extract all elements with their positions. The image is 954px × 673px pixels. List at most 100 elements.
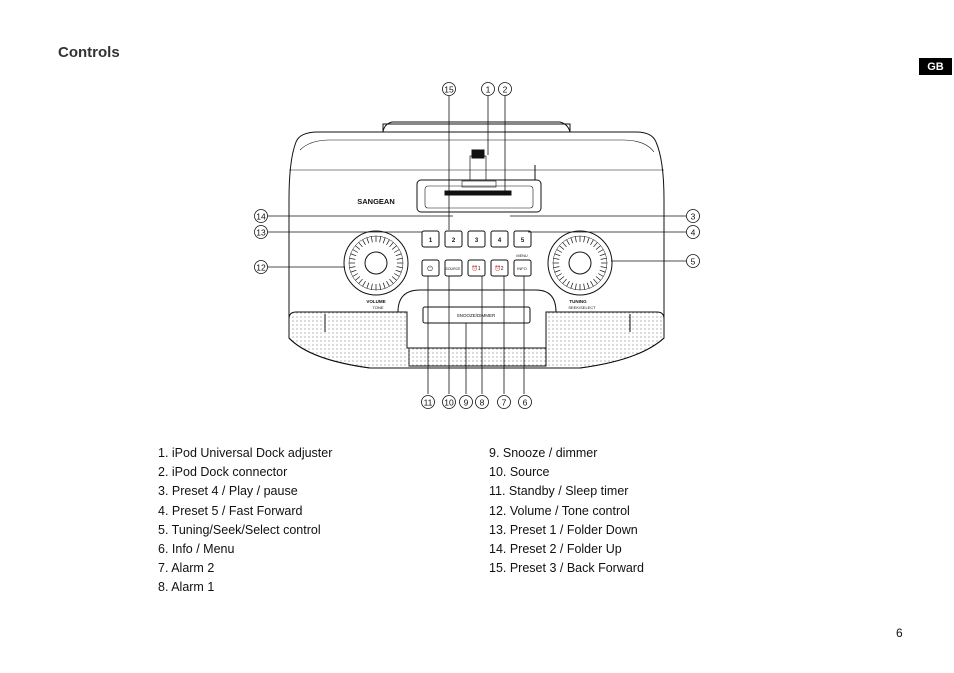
callout-6: 6 [518, 395, 532, 409]
knob-tick [391, 245, 397, 250]
page-number: 6 [896, 626, 903, 640]
alarm-1-icon: ⏰1 [471, 265, 480, 272]
knob-tick [391, 276, 397, 281]
preset-button-5: 5 [521, 238, 525, 244]
callout-11: 11 [421, 395, 435, 409]
knob-tick [586, 282, 590, 289]
knob-tick [394, 273, 400, 277]
callout-number: 9 [464, 398, 469, 408]
callout-3: 3 [686, 209, 700, 223]
callout-number: 1 [486, 85, 491, 95]
legend-item: 15. Preset 3 / Back Forward [489, 561, 644, 576]
callout-4: 4 [686, 225, 700, 239]
callout-number: 12 [256, 263, 266, 273]
preset-button-3: 3 [475, 238, 479, 244]
legend-item: 10. Source [489, 465, 550, 480]
language-badge: GB [919, 58, 952, 75]
callout-number: 2 [503, 85, 508, 95]
callout-7: 7 [497, 395, 511, 409]
knob-tick [379, 283, 382, 290]
knob-tick [382, 237, 386, 244]
knob-tick [570, 237, 574, 244]
knob-tick [586, 237, 590, 244]
volume-knob [343, 230, 409, 296]
knob-tick [566, 239, 570, 245]
knob-tick [349, 266, 356, 269]
callout-number: 3 [691, 212, 696, 222]
callout-number: 5 [691, 257, 696, 267]
knob-tick [593, 278, 598, 284]
menu-label: MENU [516, 254, 527, 258]
preset-button-4: 4 [498, 238, 502, 244]
knob-tick [366, 282, 370, 289]
snooze-bar-label: SNOOZE/DIMMER [457, 313, 496, 318]
callout-number: 15 [444, 85, 454, 95]
tone-label: TONE [372, 305, 383, 310]
source-button-label: SOURCE [446, 267, 462, 271]
legend-item: 6. Info / Menu [158, 541, 235, 556]
callout-9: 9 [459, 395, 473, 409]
knob-tick [386, 281, 390, 287]
knob-tick [362, 239, 366, 245]
knob-tick [553, 266, 560, 269]
knob-tick [562, 278, 567, 284]
knob-tick [395, 269, 402, 273]
callout-number: 7 [502, 398, 507, 408]
callout-12: 12 [254, 260, 268, 274]
knob-tick [583, 236, 586, 243]
knob-tick [583, 283, 586, 290]
snooze-bar [422, 306, 531, 324]
callout-number: 13 [256, 228, 266, 238]
knob-tick [559, 276, 565, 281]
callout-number: 4 [691, 228, 696, 238]
knob-tick [566, 281, 570, 287]
legend-item: 1. iPod Universal Dock adjuster [158, 446, 333, 460]
legend-item: 3. Preset 4 / Play / pause [158, 484, 298, 499]
knob-tick [599, 269, 606, 273]
knob-tick [355, 245, 361, 250]
ipod-dock [416, 179, 542, 213]
carry-handle [382, 123, 571, 133]
callout-number: 14 [256, 212, 266, 222]
legend-item: 5. Tuning/Seek/Select control [158, 522, 321, 537]
knob-tick [386, 239, 390, 245]
preset-button-2: 2 [452, 238, 456, 244]
knob-tick [590, 281, 594, 287]
volume-label: VOLUME [366, 299, 385, 304]
knob-tick [358, 242, 363, 248]
knob-tick [366, 237, 370, 244]
knob-tick [395, 253, 402, 257]
knob-tick [350, 253, 357, 257]
callout-2: 2 [498, 82, 512, 96]
knob-tick [554, 253, 561, 257]
knob-tick [370, 283, 373, 290]
legend-item: 11. Standby / Sleep timer [489, 484, 629, 499]
knob-tick [350, 269, 357, 273]
callout-8: 8 [475, 395, 489, 409]
knob-tick [598, 249, 604, 253]
knob-tick [599, 253, 606, 257]
knob-tick [379, 236, 382, 243]
knob-tick [396, 266, 403, 269]
callout-13: 13 [254, 225, 268, 239]
seek-select-label: SEEK/SELECT [568, 305, 596, 310]
knob-tick [394, 249, 400, 253]
knob-tick [362, 281, 366, 287]
legend-item: 14. Preset 2 / Folder Up [489, 541, 622, 556]
callout-10: 10 [442, 395, 456, 409]
tuning-label: TUNING [569, 299, 587, 304]
legend-item: 12. Volume / Tone control [489, 503, 630, 518]
callout-5: 5 [686, 254, 700, 268]
legend-item: 13. Preset 1 / Folder Down [489, 522, 638, 537]
radio-diagram: SANGEAN VOLUME TONE TUNING SEEK/SELECT S… [254, 82, 700, 409]
tuning-knob [547, 230, 613, 296]
callout-14: 14 [254, 209, 268, 223]
page-title: Controls [58, 44, 120, 61]
knob-tick [600, 266, 607, 269]
knob-tick [595, 276, 601, 281]
knob-tick [349, 257, 356, 260]
knob-tick [554, 269, 561, 273]
knob-tick [600, 257, 607, 260]
callout-number: 11 [424, 398, 433, 408]
alarm-2-icon: ⏰2 [494, 265, 503, 272]
